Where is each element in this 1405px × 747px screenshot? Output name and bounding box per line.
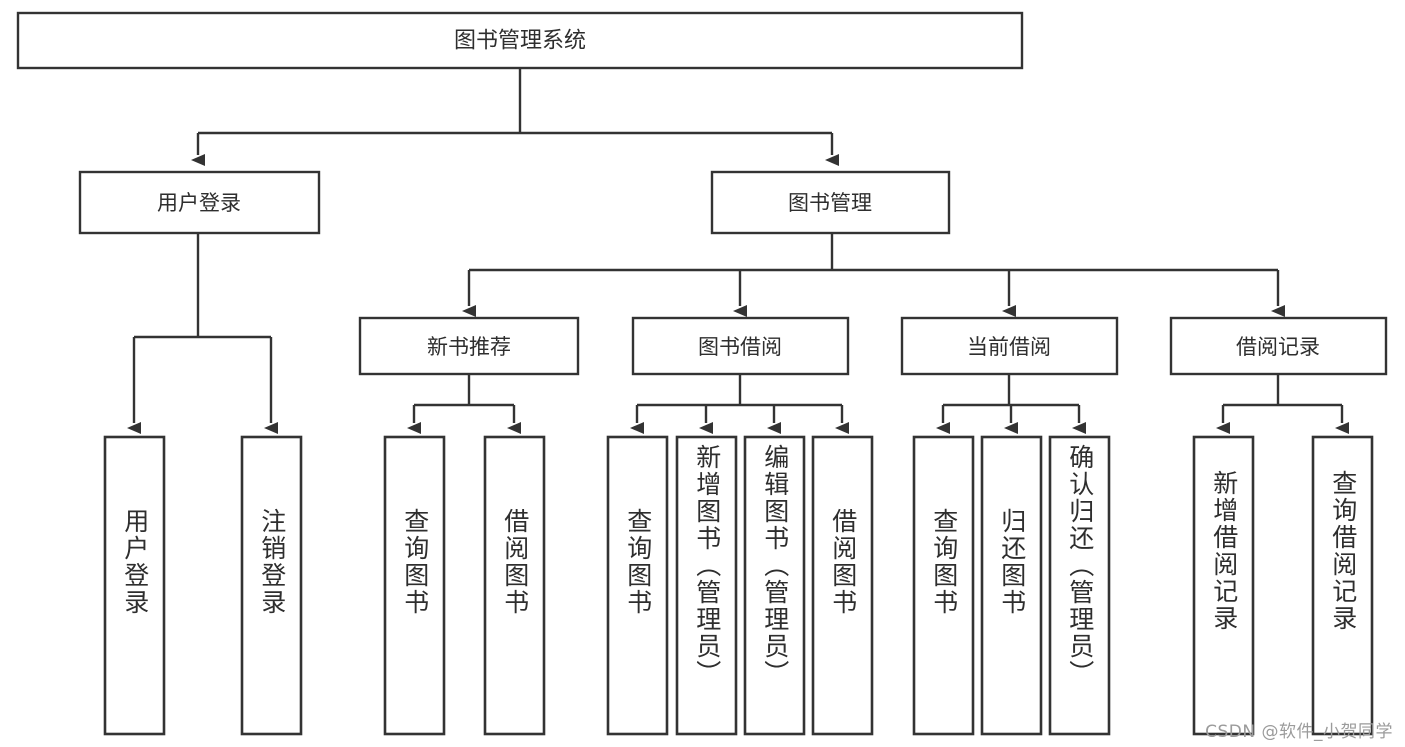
node-book-borrow[interactable]: 图书借阅 [631, 316, 850, 376]
node-current-borrow[interactable]: 当前借阅 [900, 316, 1119, 376]
leaf-box-query-book-2[interactable] [606, 435, 669, 736]
leaf-box-query-book-1[interactable] [383, 435, 446, 736]
leaf-box-borrow-book-1[interactable] [483, 435, 546, 736]
node-book-borrow-label: 图书借阅 [698, 335, 782, 359]
node-borrow-record-label: 借阅记录 [1236, 335, 1320, 359]
connector-borrowrecord-to-leaves [1216, 374, 1349, 434]
leaf-box-edit-book[interactable] [743, 435, 806, 736]
node-new-book-recommend-label: 新书推荐 [427, 335, 511, 359]
node-root-label: 图书管理系统 [454, 29, 586, 54]
leaf-box-add-book[interactable] [675, 435, 738, 736]
node-book-management[interactable]: 图书管理 [710, 170, 951, 235]
leaf-box-confirm-return[interactable] [1048, 435, 1111, 736]
node-user-login-label: 用户登录 [157, 191, 241, 215]
connector-bookborrow-to-leaves [630, 374, 849, 434]
node-book-management-label: 图书管理 [788, 191, 872, 215]
leaf-box-return-book[interactable] [980, 435, 1043, 736]
node-borrow-record[interactable]: 借阅记录 [1169, 316, 1388, 376]
leaf-box-user-logout[interactable] [240, 435, 303, 736]
leaf-box-query-book-3[interactable] [912, 435, 975, 736]
connector-userlogin-to-leaves [127, 233, 278, 434]
node-root[interactable]: 图书管理系统 [16, 11, 1024, 70]
node-new-book-recommend[interactable]: 新书推荐 [358, 316, 580, 376]
leaf-box-borrow-book-2[interactable] [811, 435, 874, 736]
leaf-box-user-login[interactable] [103, 435, 166, 736]
connector-root-to-level2 [191, 68, 839, 166]
leaf-box-query-record[interactable] [1311, 435, 1374, 736]
leaf-box-add-record[interactable] [1192, 435, 1255, 736]
connector-newbook-to-leaves [407, 374, 521, 434]
leaf-boxes [103, 435, 1374, 736]
connector-bookmgmt-to-level3 [462, 233, 1285, 317]
node-current-borrow-label: 当前借阅 [967, 335, 1051, 359]
node-user-login[interactable]: 用户登录 [78, 170, 321, 235]
connector-currentborrow-to-leaves [936, 374, 1086, 434]
csdn-watermark: CSDN @软件_小贺同学 [1205, 722, 1393, 742]
